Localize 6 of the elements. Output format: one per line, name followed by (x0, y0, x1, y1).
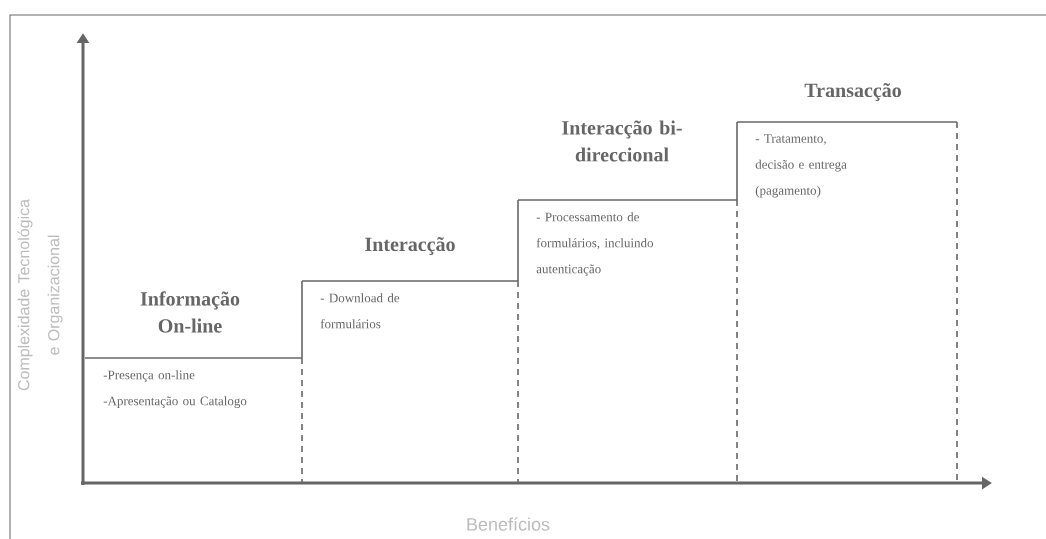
step-box: Informação On-line -Presença on-line -Apresentação ou Catalogo (84, 291, 303, 484)
step-box: Transacção - Tratamento, decisão e entrega (pagamento) (736, 83, 958, 484)
axis-label: Complexidade Tecnológica e Organizacional (17, 199, 63, 391)
step-box: Interacção bi-direccional - Processamento de formulários, incluindo autenticação (517, 120, 738, 484)
step-box: Interacção - Download de formulários (301, 237, 519, 484)
axis-label: Benefícios (467, 517, 550, 531)
